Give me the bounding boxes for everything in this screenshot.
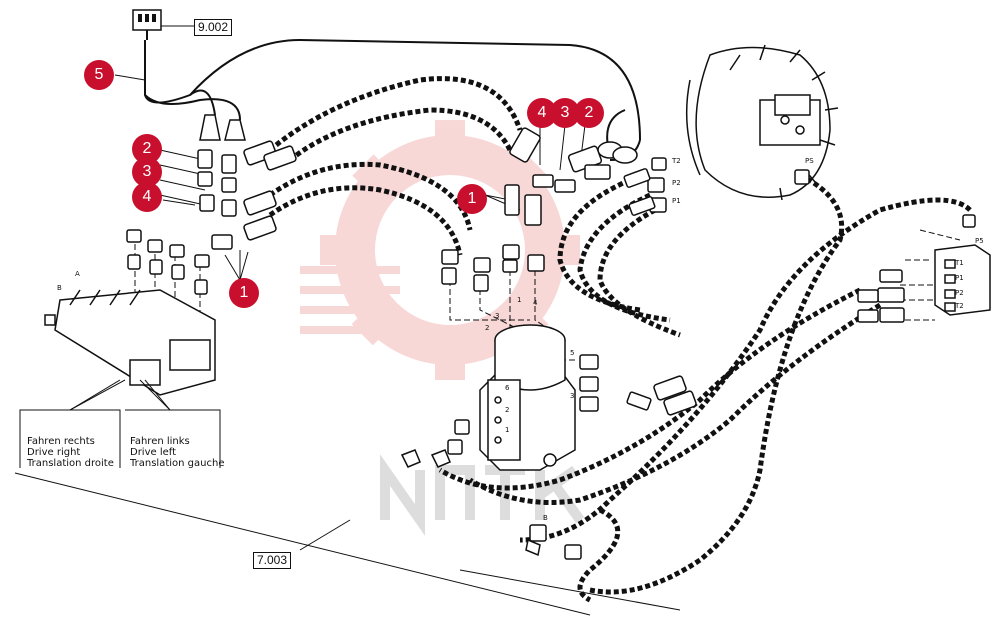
legend-drive-right: Fahren rechts Drive right Translation dr… xyxy=(27,436,114,469)
svg-text:T2: T2 xyxy=(671,157,681,165)
legend-left-line: Drive left xyxy=(130,447,177,458)
svg-text:T2: T2 xyxy=(954,302,964,310)
harness-plugs xyxy=(199,114,638,164)
callout-right-1[interactable]: 1 xyxy=(457,184,487,214)
svg-text:5: 5 xyxy=(570,349,574,357)
electrical-connector-icon xyxy=(132,9,194,40)
svg-text:P2: P2 xyxy=(672,179,681,187)
motor-port-labels: T2 P2 P1 PS xyxy=(671,157,814,205)
svg-text:P2: P2 xyxy=(955,289,964,297)
svg-text:P5: P5 xyxy=(975,237,984,245)
connector-reference-box[interactable]: 9.002 xyxy=(194,19,233,36)
svg-text:2: 2 xyxy=(485,324,489,332)
travel-motor xyxy=(685,44,839,201)
callout-left-4[interactable]: 4 xyxy=(132,182,162,212)
svg-text:4: 4 xyxy=(533,299,538,307)
svg-text:P1: P1 xyxy=(672,197,681,205)
control-valve-reference-box[interactable]: 7.003 xyxy=(253,552,292,569)
valve-port-b-label: B xyxy=(57,284,62,292)
svg-text:1: 1 xyxy=(517,296,521,304)
svg-text:T1: T1 xyxy=(954,259,964,267)
legend-right-line: Translation droite xyxy=(27,458,114,469)
callout-right-2[interactable]: 2 xyxy=(574,98,604,128)
valve-legend-lines xyxy=(19,379,221,468)
swivel-joint xyxy=(479,324,576,471)
legend-drive-left: Fahren links Drive left Translation gauc… xyxy=(130,436,224,469)
valve-port-a-label: A xyxy=(75,270,80,278)
callout-left-1[interactable]: 1 xyxy=(229,278,259,308)
svg-text:2: 2 xyxy=(505,406,509,414)
svg-text:P1: P1 xyxy=(955,274,964,282)
brand-watermark xyxy=(380,454,585,536)
legend-right-line: Drive right xyxy=(27,447,81,458)
svg-text:3: 3 xyxy=(495,312,499,320)
legend-left-line: Fahren links xyxy=(130,436,190,447)
legend-left-line: Translation gauche xyxy=(130,458,225,469)
callout-harness[interactable]: 5 xyxy=(84,60,114,90)
swivel-fittings xyxy=(400,354,697,560)
svg-text:PS: PS xyxy=(805,157,814,165)
reference-lines xyxy=(14,472,681,616)
leader-lines xyxy=(114,74,586,281)
swivel-port-labels: 2 3 1 4 5 3 6 2 1 xyxy=(485,296,574,434)
block-port-labels: P5 T1 P1 P2 T2 xyxy=(954,237,984,310)
svg-text:3: 3 xyxy=(570,392,574,400)
legend-right-line: Fahren rechts xyxy=(27,436,95,447)
right-valve-block xyxy=(857,214,991,323)
swivel-bottom-label: B xyxy=(543,514,548,522)
svg-text:6: 6 xyxy=(505,384,510,392)
motor-fittings xyxy=(623,157,810,216)
center-fittings xyxy=(441,127,611,292)
fittings-left xyxy=(126,140,297,295)
hydraulic-hoses xyxy=(268,76,972,603)
control-valve-bank xyxy=(44,289,216,396)
svg-text:1: 1 xyxy=(505,426,509,434)
